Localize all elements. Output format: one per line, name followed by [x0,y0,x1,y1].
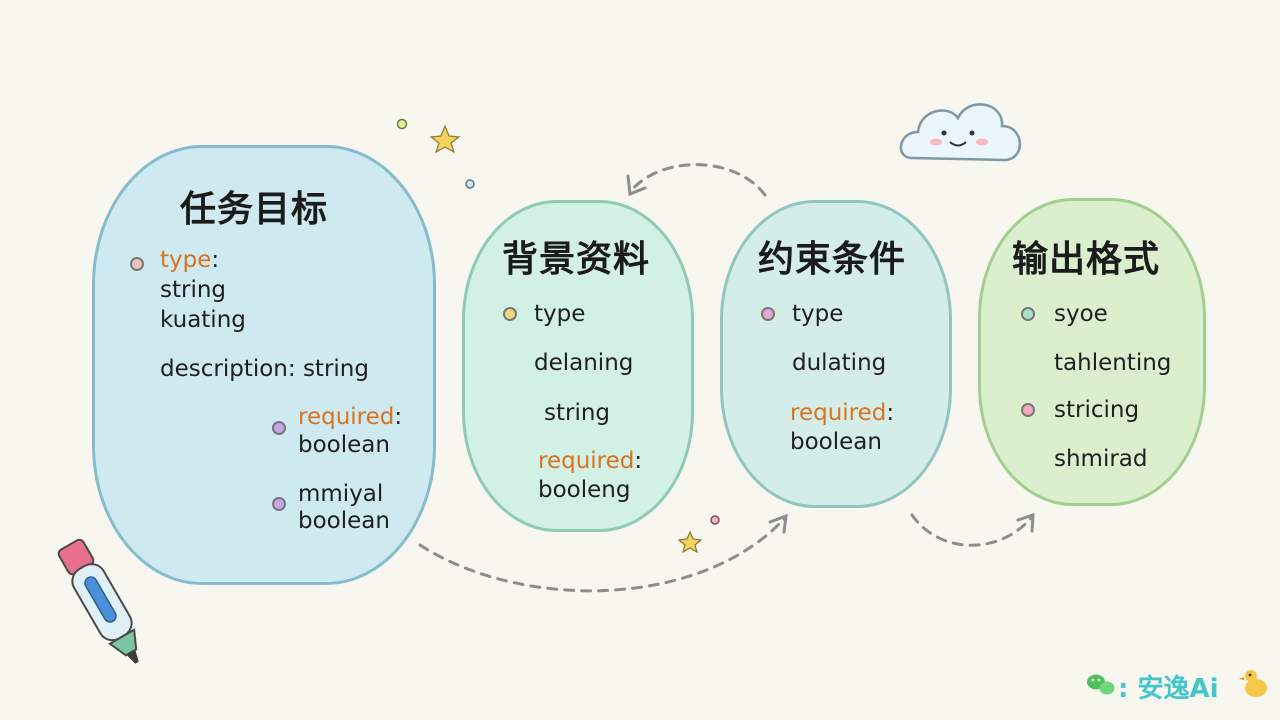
field-value: string [160,277,227,303]
card-task-goal [92,145,436,585]
field-value: type [534,301,586,327]
dot-icon [465,179,475,189]
bullet-dot [272,421,286,435]
arrow-goal-to-constraints [418,516,787,593]
field-value: boolean [298,432,390,458]
bird-icon [1239,670,1267,697]
card-constraints [720,200,952,508]
bullet-dot [1021,403,1035,417]
field-value: dulating [792,350,887,376]
field-value: stricing [1054,397,1140,423]
watermark-separator: : [1118,674,1129,704]
field-key: required: [298,404,403,430]
marker-icon [57,538,139,664]
field-key: required: [790,400,895,426]
field-value: mmiyal [298,481,384,507]
arrowhead-output [1016,512,1035,533]
arrowhead-constraints [768,513,788,534]
card-title: 输出格式 [1012,239,1161,280]
card-title: 约束条件 [758,239,907,280]
field-value: description: string [160,356,369,382]
field-value: shmirad [1054,446,1148,472]
field-value: delaning [534,350,634,376]
bullet-dot [503,307,517,321]
bullet-dot [130,257,144,271]
field-value: syoe [1054,301,1108,327]
field-key: type: [160,247,220,273]
bullet-dot [761,307,775,321]
field-value: kuating [160,307,246,333]
card-title: 任务目标 [180,189,329,230]
star-icon [677,530,703,554]
field-value: type [792,301,844,327]
wechat-icon [1087,674,1115,695]
watermark: : 安逸Ai [1088,668,1219,705]
bullet-dot [272,497,286,511]
arrow-constraints-to-output [910,513,1034,547]
card-background-info [462,200,694,532]
card-output-format [978,198,1206,506]
star-icon [429,124,461,154]
field-value: tahlenting [1054,350,1172,376]
dot-icon [710,515,720,525]
watermark-brand: 安逸Ai [1137,674,1219,704]
field-value: booleng [538,477,631,503]
bullet-dot [1021,307,1035,321]
cloud-icon [899,103,1022,162]
arrow-constraints-to-background [628,163,767,197]
dot-icon [396,118,408,130]
field-value: string [544,400,611,426]
arrowhead-background [626,174,647,197]
field-value: boolean [298,508,390,534]
card-title: 背景资料 [502,239,651,280]
field-key: required: [538,448,643,474]
field-value: boolean [790,429,882,455]
